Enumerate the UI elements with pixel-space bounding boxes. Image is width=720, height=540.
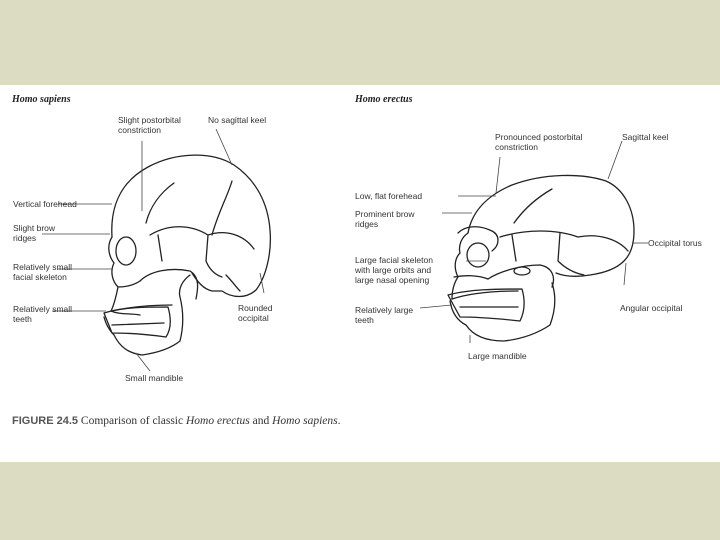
caption-species-a: Homo erectus <box>186 415 250 427</box>
figure-caption: FIGURE 24.5 Comparison of classic Homo e… <box>12 414 342 428</box>
figure-number: FIGURE 24.5 <box>12 415 78 427</box>
label-no-sagittal-keel: No sagittal keel <box>208 115 266 125</box>
caption-species-b: Homo sapiens <box>272 415 338 427</box>
label-occipital-torus: Occipital torus <box>648 238 702 248</box>
label-low-flat-forehead: Low, flat forehead <box>355 191 422 201</box>
label-pronounced-postorbital: Pronounced postorbital constriction <box>495 132 582 152</box>
label-relatively-large-teeth: Relatively large teeth <box>355 305 413 325</box>
label-large-mandible: Large mandible <box>468 351 527 361</box>
label-small-teeth: Relatively small teeth <box>13 304 72 324</box>
label-large-facial-skeleton: Large facial skeleton with large orbits … <box>355 255 433 285</box>
label-rounded-occipital: Rounded occipital <box>238 303 273 323</box>
figure-panel: Homo sapiens Homo erectus <box>0 85 720 462</box>
label-small-mandible: Small mandible <box>125 373 183 383</box>
caption-end: . <box>338 415 341 427</box>
label-small-facial-skeleton: Relatively small facial skeleton <box>13 262 72 282</box>
label-slight-postorbital: Slight postorbital constriction <box>118 115 181 135</box>
caption-and: and <box>250 415 272 427</box>
caption-text: Comparison of classic <box>81 415 186 427</box>
label-vertical-forehead: Vertical forehead <box>13 199 77 209</box>
label-angular-occipital: Angular occipital <box>620 303 682 313</box>
label-slight-brow-ridges: Slight brow ridges <box>13 223 55 243</box>
label-sagittal-keel: Sagittal keel <box>622 132 668 142</box>
label-prominent-brow-ridges: Prominent brow ridges <box>355 209 415 229</box>
homo-erectus-skull <box>448 175 634 341</box>
homo-sapiens-skull <box>104 155 270 355</box>
